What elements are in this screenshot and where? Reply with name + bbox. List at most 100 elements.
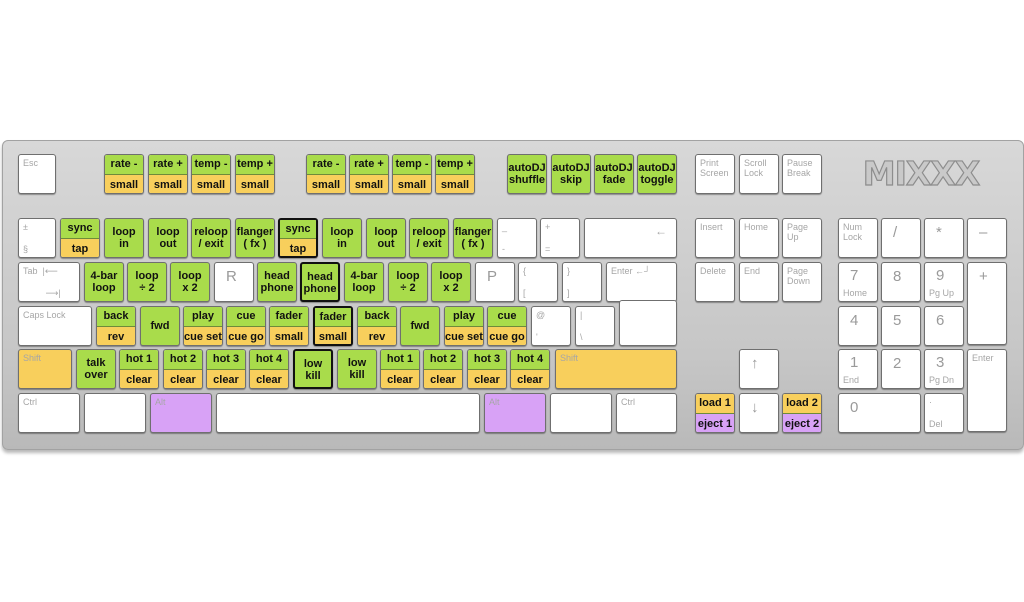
key-arrow-up[interactable]: ↑ xyxy=(739,349,779,389)
key-key-t[interactable]: head phone xyxy=(257,262,297,302)
key-f3[interactable]: temp -small xyxy=(191,154,231,194)
key-f1[interactable]: rate -small xyxy=(104,154,144,194)
key-pause-break[interactable]: Pause Break xyxy=(782,154,822,194)
key-key-u[interactable]: 4-bar loop xyxy=(344,262,384,302)
key-num-5[interactable]: 5 xyxy=(881,306,921,346)
key-num-divide[interactable]: / xyxy=(881,218,921,258)
key-key-s[interactable]: fwd xyxy=(140,306,180,346)
key-page-up[interactable]: Page Up xyxy=(782,218,822,258)
key-quote[interactable]: @' xyxy=(531,306,571,346)
key-key-p[interactable]: P xyxy=(475,262,515,302)
key-backtick[interactable]: ±§ xyxy=(18,218,56,258)
key-num-enter[interactable]: Enter xyxy=(967,349,1007,432)
key-end[interactable]: End xyxy=(739,262,779,302)
key-alt-left[interactable]: Alt xyxy=(150,393,212,433)
key-key-b[interactable]: low kill xyxy=(293,349,333,389)
key-shift-right[interactable]: Shift xyxy=(555,349,677,389)
key-num-minus[interactable]: – xyxy=(967,218,1007,258)
key-alt-right[interactable]: Alt xyxy=(484,393,546,433)
key-win-left[interactable] xyxy=(84,393,146,433)
key-scroll-lock[interactable]: Scroll Lock xyxy=(739,154,779,194)
key-f4[interactable]: temp +small xyxy=(235,154,275,194)
key-f7[interactable]: temp -small xyxy=(392,154,432,194)
key-minus[interactable]: _- xyxy=(497,218,537,258)
key-ctrl-right[interactable]: Ctrl xyxy=(616,393,677,433)
key-key-y[interactable]: head phone xyxy=(300,262,340,302)
key-key-w[interactable]: loop ÷ 2 xyxy=(127,262,167,302)
key-digit-2[interactable]: loop in xyxy=(104,218,144,258)
key-num-6[interactable]: 6 xyxy=(924,306,964,346)
key-key-backslash-iso[interactable]: talk over xyxy=(76,349,116,389)
key-backslash[interactable]: |\ xyxy=(575,306,615,346)
key-f12[interactable]: autoDJ toggle xyxy=(637,154,677,194)
key-delete[interactable]: Delete xyxy=(695,262,735,302)
key-digit-8[interactable]: loop out xyxy=(366,218,406,258)
key-equal[interactable]: += xyxy=(540,218,580,258)
key-num-4[interactable]: 4 xyxy=(838,306,878,346)
key-num-decimal[interactable]: ·Del xyxy=(924,393,964,433)
key-digit-0[interactable]: flanger ( fx ) xyxy=(453,218,493,258)
key-key-e[interactable]: loop x 2 xyxy=(170,262,210,302)
key-space[interactable] xyxy=(216,393,480,433)
key-num-lock[interactable]: Num Lock xyxy=(838,218,878,258)
key-f6[interactable]: rate +small xyxy=(349,154,389,194)
key-arrow-down[interactable]: ↓ xyxy=(739,393,779,433)
key-esc[interactable]: Esc xyxy=(18,154,56,194)
key-key-q[interactable]: 4-bar loop xyxy=(84,262,124,302)
key-caps-lock[interactable]: Caps Lock xyxy=(18,306,92,346)
key-f10[interactable]: autoDJ skip xyxy=(551,154,591,194)
key-home[interactable]: Home xyxy=(739,218,779,258)
key-num-0[interactable]: 0 xyxy=(838,393,921,433)
key-num-8[interactable]: 8 xyxy=(881,262,921,302)
key-f9[interactable]: autoDJ shuffle xyxy=(507,154,547,194)
key-bracket-right[interactable]: }] xyxy=(562,262,602,302)
key-enter-upper[interactable]: Enter ←┘ xyxy=(606,262,677,302)
key-print-screen[interactable]: Print Screen xyxy=(695,154,735,194)
key-key-n[interactable]: low kill xyxy=(337,349,377,389)
key-digit-5[interactable]: flanger ( fx ) xyxy=(235,218,275,258)
key-num-2[interactable]: 2 xyxy=(881,349,921,389)
key-digit-7[interactable]: loop in xyxy=(322,218,362,258)
key-menu[interactable] xyxy=(550,393,612,433)
key-digit-3[interactable]: loop out xyxy=(148,218,188,258)
key-f11[interactable]: autoDJ fade xyxy=(594,154,634,194)
key-digit-4[interactable]: reloop / exit xyxy=(191,218,231,258)
key-page-down[interactable]: Page Down xyxy=(782,262,822,302)
key-digit-9[interactable]: reloop / exit xyxy=(409,218,449,258)
key-tab[interactable]: Tab |⟵ ⟶| xyxy=(18,262,80,302)
key-f5[interactable]: rate -small xyxy=(306,154,346,194)
key-shift-left[interactable]: Shift xyxy=(18,349,72,389)
key-bracket-left[interactable]: {[ xyxy=(518,262,558,302)
key-insert[interactable]: Insert xyxy=(695,218,735,258)
key-key-r[interactable]: R xyxy=(214,262,254,302)
key-key-k[interactable]: fwd xyxy=(400,306,440,346)
key-key-o[interactable]: loop x 2 xyxy=(431,262,471,302)
key-f2[interactable]: rate +small xyxy=(148,154,188,194)
key-f8[interactable]: temp +small xyxy=(435,154,475,194)
key-backspace[interactable]: ← xyxy=(584,218,677,258)
key-key-i[interactable]: loop ÷ 2 xyxy=(388,262,428,302)
